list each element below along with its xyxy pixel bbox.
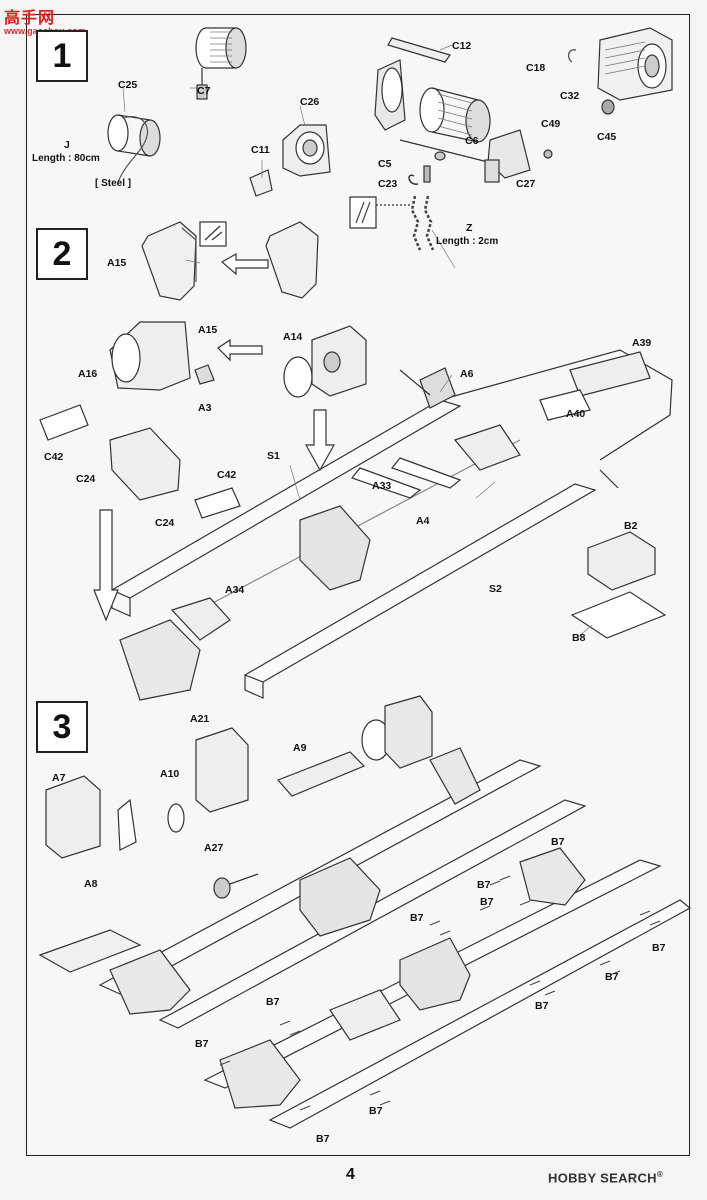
label-c24-left: C24: [76, 473, 96, 485]
assembly-a14: [283, 325, 367, 398]
label-b7-1: B7: [551, 836, 565, 848]
label-b7-3: B7: [410, 912, 424, 924]
label-b2: B2: [624, 520, 638, 532]
label-a3: A3: [198, 402, 212, 414]
label-b7-7: B7: [266, 996, 280, 1008]
cord-length: Length : 80cm: [32, 153, 100, 164]
brand-name: HOBBY SEARCH: [548, 1170, 657, 1186]
label-c27: C27: [516, 178, 536, 190]
winch-assembly-main: [374, 37, 553, 183]
label-b8: B8: [572, 632, 586, 644]
hook-c23: [408, 165, 431, 185]
bracket-c26: [282, 124, 331, 177]
page-number: 4: [346, 1166, 355, 1183]
label-a4: A4: [416, 515, 430, 527]
label-b7-4: B7: [652, 942, 666, 954]
label-a16: A16: [78, 368, 98, 380]
label-cord-j: J: [64, 139, 70, 151]
label-a27: A27: [204, 842, 224, 854]
label-c12: C12: [452, 40, 472, 52]
label-a34: A34: [225, 584, 245, 596]
label-a39: A39: [632, 337, 652, 349]
chain-length: Length : 2cm: [436, 236, 499, 247]
leader-lines: [122, 44, 593, 638]
label-b7-8: B7: [195, 1038, 209, 1050]
bracket-b2: [570, 531, 667, 639]
label-b7-11: B7: [480, 896, 494, 908]
label-c6: C6: [465, 135, 479, 147]
label-c26: C26: [300, 96, 320, 108]
label-s1: S1: [267, 450, 280, 462]
cable-spool-c25: [107, 114, 161, 183]
label-a40: A40: [566, 408, 586, 420]
frame-step3-lower: [203, 847, 692, 1129]
label-c49: C49: [541, 118, 561, 130]
label-c32: C32: [560, 90, 580, 102]
track-guard-parts: [141, 221, 319, 301]
frame-step3-upper: [38, 747, 587, 1029]
label-a7: A7: [52, 772, 66, 784]
winch-assembled-c32: [567, 27, 673, 115]
label-a6: A6: [460, 368, 474, 380]
label-a15: A15: [198, 324, 218, 336]
brand-hobby-search: HOBBY SEARCH®: [548, 1170, 663, 1185]
label-c25: C25: [118, 79, 138, 91]
step-3-number: 3: [36, 701, 88, 753]
label-c42-right: C42: [217, 469, 237, 481]
watermark-chars: 高手网: [4, 10, 56, 27]
frame-step2: [39, 349, 673, 701]
step-1-number: 1: [36, 30, 88, 82]
label-chain-z: Z: [466, 222, 473, 234]
label-c7: C7: [197, 85, 211, 97]
label-c11: C11: [251, 144, 270, 156]
gearbox-a16: [109, 321, 263, 391]
plate-c11: [249, 169, 273, 197]
label-c45: C45: [597, 131, 617, 143]
label-a8: A8: [84, 878, 98, 890]
label-c18: C18: [526, 62, 546, 74]
label-a9: A9: [293, 742, 307, 754]
label-c24-right: C24: [155, 517, 175, 529]
label-a21: A21: [190, 713, 210, 725]
label-a33: A33: [372, 480, 392, 492]
label-s2: S2: [489, 583, 502, 595]
label-b7-10: B7: [316, 1133, 330, 1145]
cord-material: [ Steel ]: [95, 178, 132, 189]
step-2-number: 2: [36, 228, 88, 280]
label-b7-2: B7: [477, 879, 491, 891]
label-c5: C5: [378, 158, 392, 170]
arrows-step2: [93, 369, 619, 622]
chain-z: [349, 195, 435, 251]
label-a10: A10: [160, 768, 180, 780]
label-c23: C23: [378, 178, 398, 190]
label-a14: A14: [283, 331, 303, 343]
pins-b7: [219, 875, 661, 1111]
label-b7-6: B7: [535, 1000, 549, 1012]
parts-step3: [45, 695, 433, 899]
label-b7-9: B7: [369, 1105, 383, 1117]
label-c42-left: C42: [44, 451, 64, 463]
label-b7-5: B7: [605, 971, 619, 983]
winch-drum-c7: [195, 27, 247, 100]
brand-registered-mark: ®: [656, 1170, 664, 1179]
label-a15-top: A15: [107, 257, 127, 269]
